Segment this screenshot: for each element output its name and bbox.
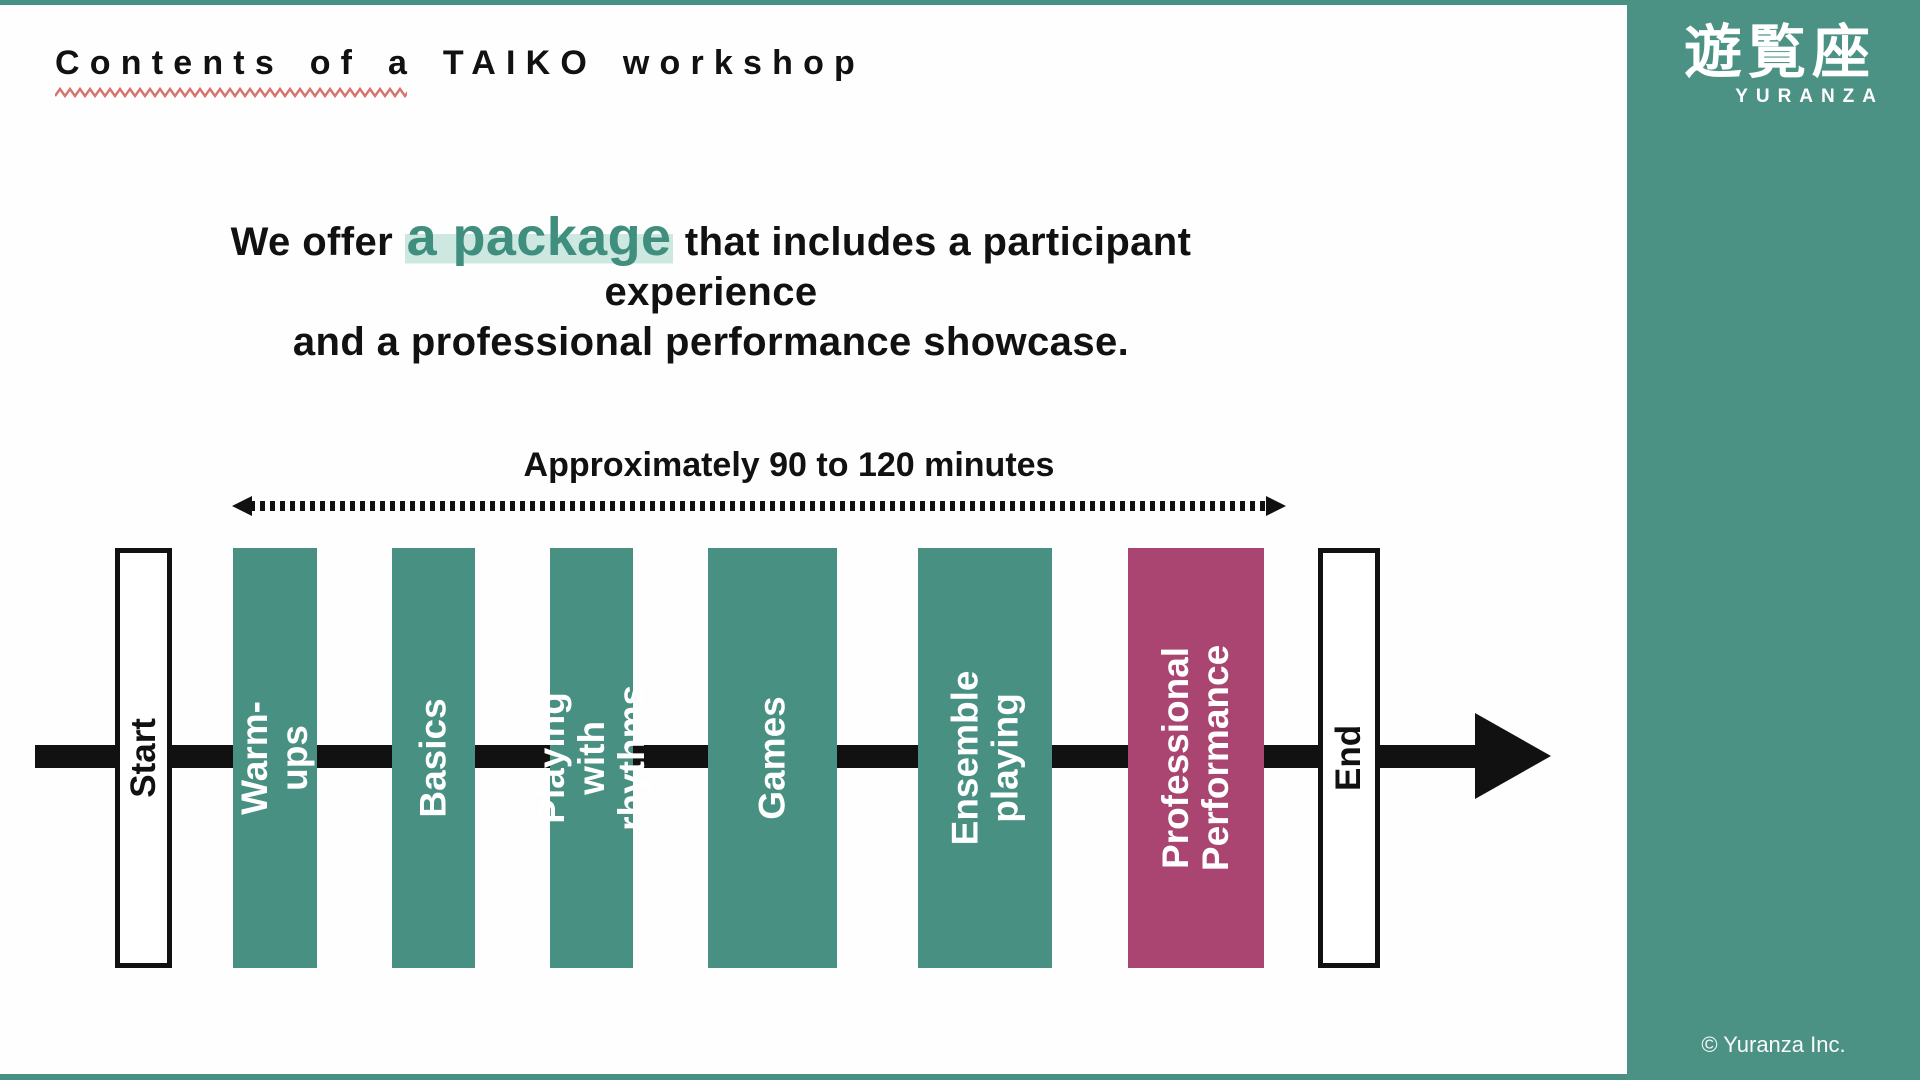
timeline-step: Games	[708, 548, 837, 968]
intro-highlight: a package	[404, 207, 674, 267]
page-title: Contents of a TAIKO workshop	[55, 44, 866, 82]
timeline-step: Basics	[392, 548, 475, 968]
logo-subtitle: YURANZA	[1735, 86, 1884, 107]
copyright-text: © Yuranza Inc.	[1701, 1032, 1846, 1057]
title-underline-zigzag-icon	[54, 86, 416, 100]
bottom-edge-strip	[0, 1074, 1920, 1080]
logo-wordmark: 遊覧座	[1683, 20, 1876, 85]
end-label: End	[1329, 724, 1369, 792]
timeline-step: Ensemble playing	[918, 548, 1052, 968]
timeline-step: Playing with rhythms	[531, 548, 651, 968]
timeline-step: Professional Performance	[1128, 548, 1264, 968]
timeline-arrowhead-icon	[1475, 713, 1551, 799]
intro-pre: We offer	[230, 220, 405, 264]
start-label: Start	[123, 718, 163, 798]
start-box: Start	[115, 548, 172, 968]
left-arrowhead-icon	[232, 496, 252, 516]
timeline-step-label: Professional Performance	[1155, 644, 1236, 872]
duration-range-arrow	[232, 496, 1286, 516]
sidebar: 遊覧座 YURANZA © Yuranza Inc.	[1627, 0, 1920, 1080]
right-arrowhead-icon	[1266, 496, 1286, 516]
intro-post: that includes a participant experience	[604, 220, 1192, 314]
dotted-line	[250, 501, 1268, 511]
logo: 遊覧座 YURANZA	[1684, 22, 1876, 108]
timeline-step-label: Games	[751, 696, 793, 820]
timeline-step-label: Ensemble playing	[944, 670, 1026, 846]
timeline-step-label: Warm-ups	[234, 701, 315, 815]
intro-line2: and a professional performance showcase.	[292, 320, 1130, 364]
timeline-step-label: Basics	[412, 698, 454, 818]
timeline-step-label: Playing with rhythms	[530, 685, 652, 831]
duration-label: Approximately 90 to 120 minutes	[523, 446, 1055, 484]
top-edge-strip	[0, 0, 1920, 5]
timeline-step: Warm-ups	[233, 548, 317, 968]
intro-text: We offer a package that includes a parti…	[150, 207, 1272, 367]
end-box: End	[1318, 548, 1380, 968]
